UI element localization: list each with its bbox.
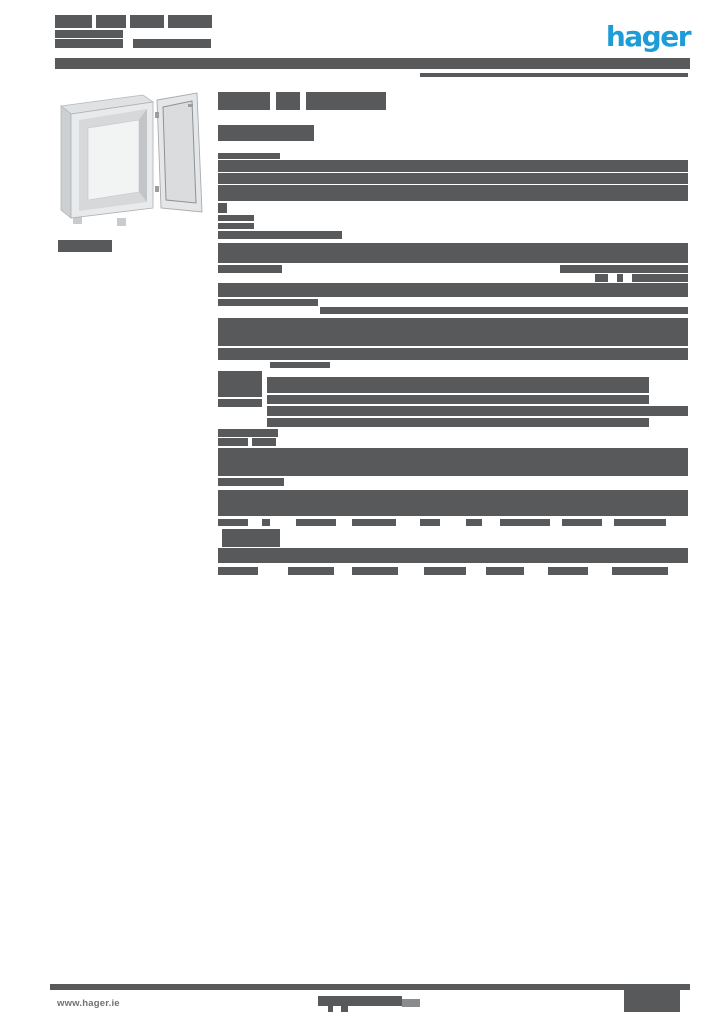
header-title-line: [96, 15, 126, 28]
product-title-line: [306, 92, 386, 110]
spec-value-line: [548, 567, 588, 575]
footer-company-line: [402, 999, 420, 1007]
spec-value-line: [466, 519, 482, 526]
enclosure-back-panel: [87, 119, 140, 201]
spec-label-line: [218, 299, 318, 306]
spec-label-line: [222, 529, 280, 547]
section-header-line: [218, 153, 280, 159]
spec-value-line: [632, 274, 688, 282]
spec-value-line: [500, 519, 550, 526]
spec-label-line: [218, 215, 254, 221]
spec-label-line: [218, 371, 262, 397]
footer-company-line: [328, 1006, 333, 1012]
header-title-line: [55, 15, 92, 28]
spec-value-line: [562, 519, 602, 526]
spec-value-line: [267, 377, 649, 393]
spec-row-line: [218, 203, 227, 213]
door-lock: [188, 104, 193, 107]
product-reference-caption: [58, 240, 112, 252]
spec-row-line: [218, 173, 688, 184]
enclosure-inner-shadow: [139, 109, 147, 202]
spec-label-line: [218, 478, 284, 486]
website-link[interactable]: www.hager.ie: [57, 998, 120, 1009]
spec-value-line: [267, 418, 649, 427]
spec-row-line: [218, 231, 342, 239]
header-subtitle-line: [55, 39, 123, 48]
enclosure-foot: [73, 216, 82, 224]
enclosure-side: [60, 105, 72, 219]
spec-row-line: [218, 318, 688, 346]
spec-label-line: [218, 438, 248, 446]
spec-value-line: [288, 567, 334, 575]
product-subtitle-line: [218, 125, 314, 141]
product-photo-enclosure: [60, 92, 203, 226]
spec-label-line: [218, 429, 278, 437]
spec-value-line: [218, 567, 258, 575]
spec-value-line: [262, 519, 270, 526]
spec-row-line: [218, 448, 688, 476]
hinge: [155, 112, 159, 118]
door-gasket: [162, 100, 197, 204]
spec-value-line: [270, 362, 330, 368]
spec-value-line: [420, 519, 440, 526]
footer-page-block: [624, 990, 680, 1012]
spec-row-line: [218, 185, 688, 201]
spec-row-line: [218, 243, 688, 263]
spec-value-line: [595, 274, 608, 282]
footer-company-line: [318, 996, 402, 1006]
footer-company-line: [341, 1006, 348, 1012]
spec-value-line: [296, 519, 336, 526]
spec-row-line: [218, 548, 688, 563]
header-subtitle-line: [55, 30, 123, 38]
spec-row-line: [218, 265, 282, 273]
spec-row-line: [218, 283, 688, 297]
spec-value-line: [352, 519, 396, 526]
spec-label-line: [252, 438, 276, 446]
hager-logo: hager: [605, 20, 692, 53]
spec-row-line: [218, 348, 688, 360]
spec-value-line: [486, 567, 524, 575]
spec-row-line: [218, 490, 688, 516]
header-title-line: [130, 15, 164, 28]
hinge: [155, 186, 159, 192]
spec-value-line: [218, 519, 248, 526]
enclosure-foot: [117, 218, 126, 226]
spec-label-line: [218, 223, 254, 229]
header-fineprint-line: [420, 73, 688, 77]
spec-row-line: [218, 160, 688, 172]
spec-row-line: [560, 265, 688, 273]
spec-value-line: [424, 567, 466, 575]
product-title-line: [276, 92, 300, 110]
spec-value-line: [267, 406, 688, 416]
header-subtitle-line: [133, 39, 211, 48]
spec-value-line: [614, 519, 666, 526]
header-title-line: [168, 15, 212, 28]
product-title-line: [218, 92, 270, 110]
spec-value-line: [612, 567, 668, 575]
spec-value-line: [617, 274, 623, 282]
spec-label-line: [218, 399, 262, 407]
spec-value-line: [352, 567, 398, 575]
footer-rule: [50, 984, 690, 990]
footer-link-box: www.hager.ie: [55, 992, 168, 1015]
spec-value-line: [267, 395, 649, 404]
spec-value-line: [320, 307, 688, 314]
header-fineprint-line: [55, 58, 690, 69]
